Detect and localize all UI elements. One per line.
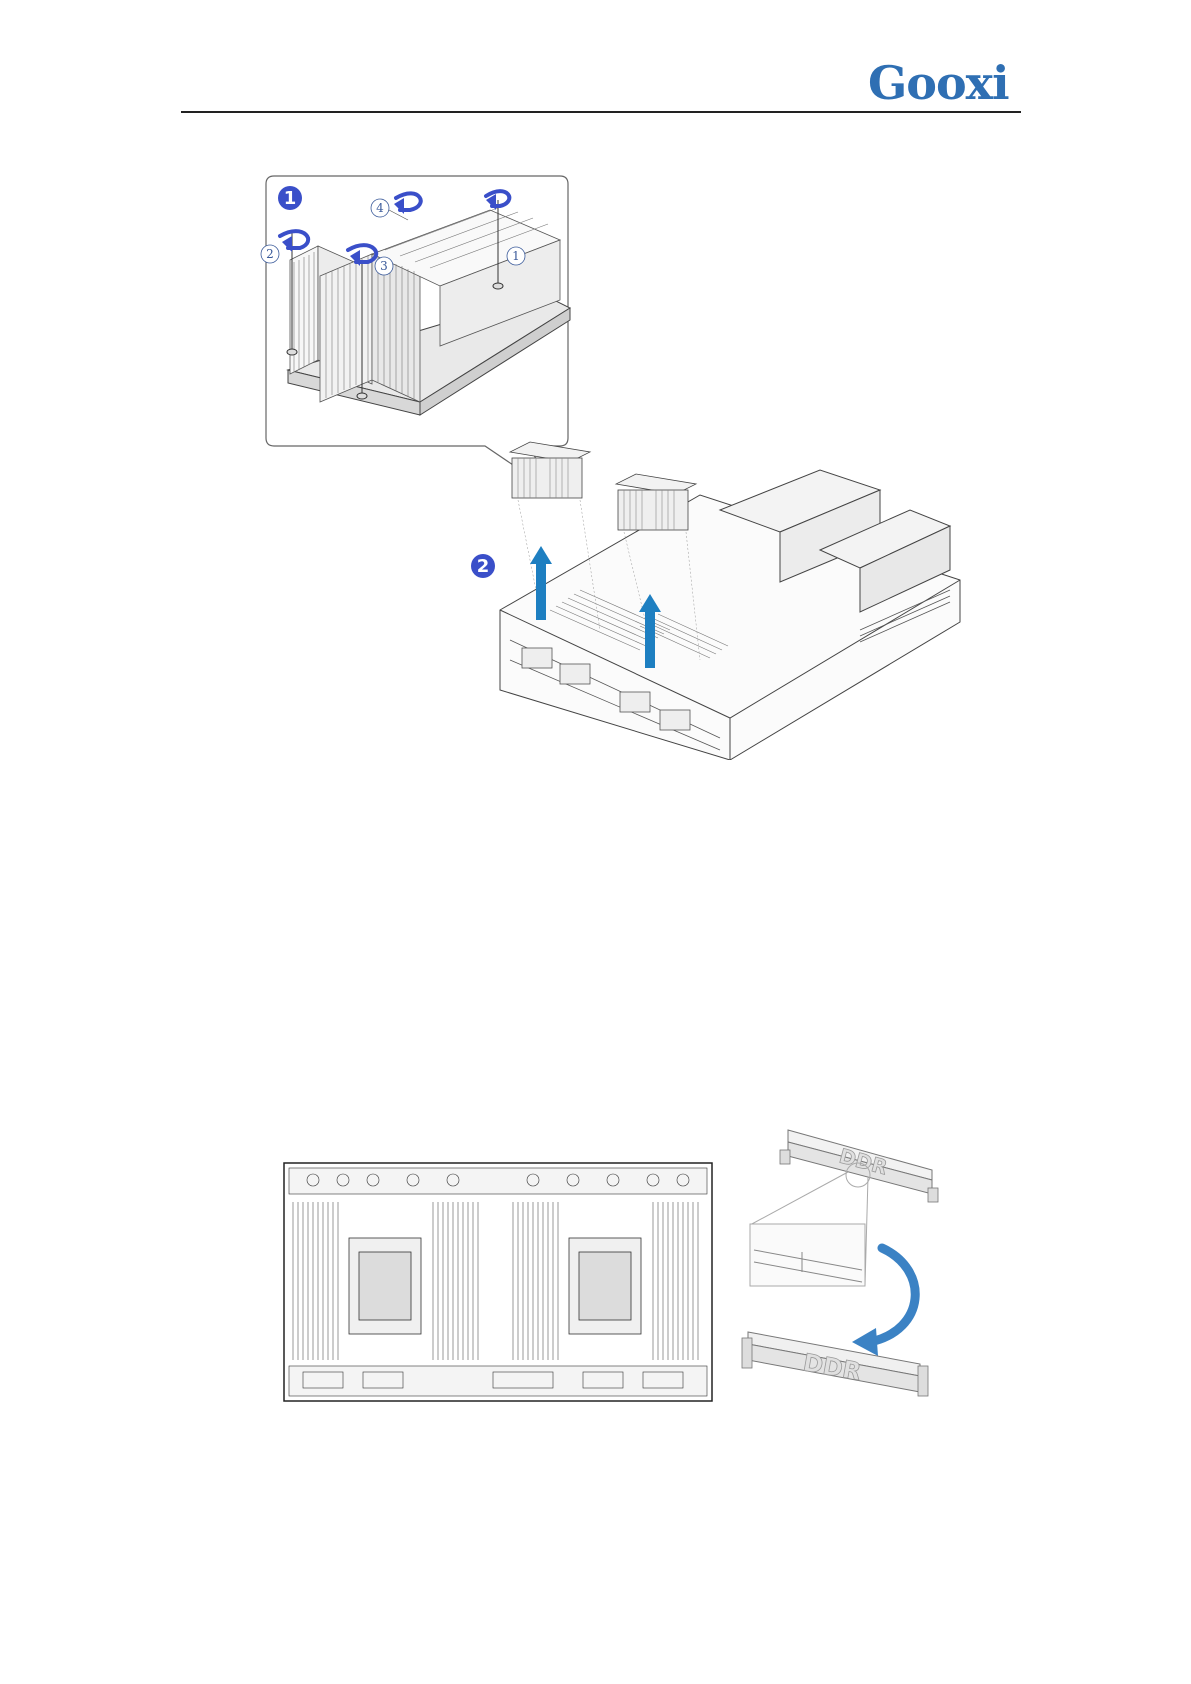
ddr-install-figure: DDR DDR — [740, 1120, 940, 1410]
gooxi-logo: Gooxi — [868, 58, 1028, 108]
screw-label-1: 1 — [512, 249, 520, 263]
svg-text:1: 1 — [284, 188, 297, 209]
screw-label-4: 4 — [376, 201, 384, 215]
header-divider — [181, 111, 1021, 113]
screw-label-2: 2 — [266, 247, 274, 261]
magnifier-callout — [750, 1163, 870, 1286]
install-direction-arrow — [870, 1248, 915, 1342]
heatsink-removal-figure: 1 4 2 3 1 2 — [260, 170, 980, 760]
motherboard-layout-figure — [283, 1162, 713, 1402]
screw-label-3: 3 — [380, 259, 388, 273]
ddr-module-top: DDR — [780, 1130, 938, 1202]
step-2-badge: 2 — [471, 554, 495, 578]
step-1-badge: 1 — [278, 186, 302, 210]
server-chassis-drawing — [500, 470, 960, 760]
svg-text:2: 2 — [477, 556, 490, 577]
ddr-module-bottom: DDR — [742, 1332, 928, 1396]
